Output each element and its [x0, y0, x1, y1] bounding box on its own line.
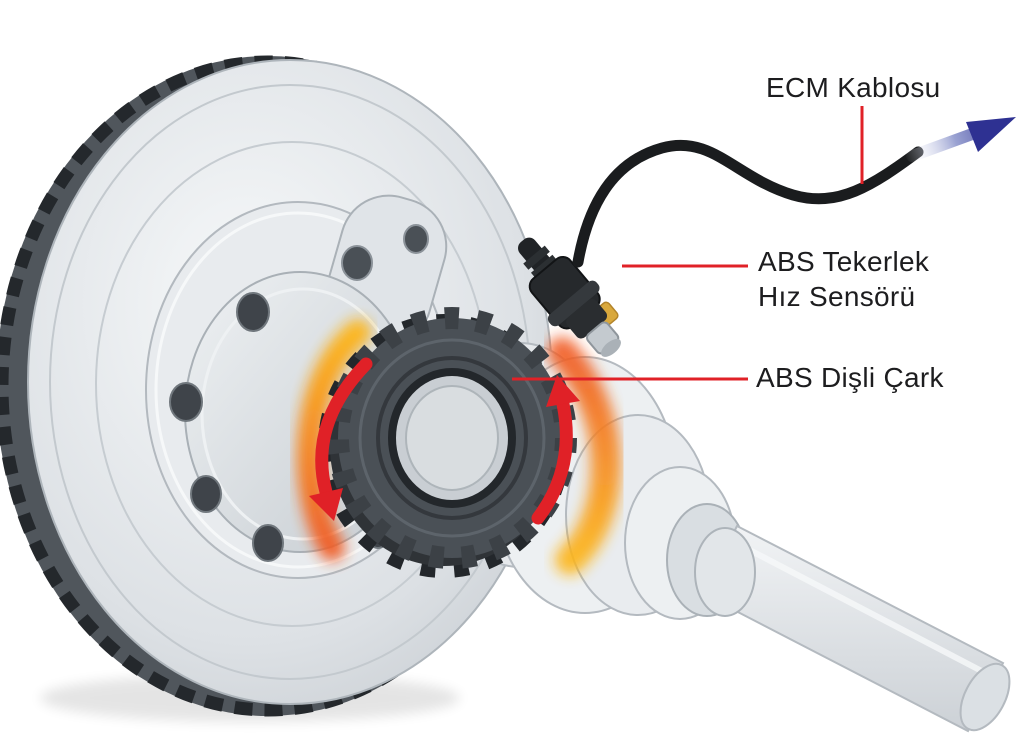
glow-right: [547, 337, 621, 575]
callout-lines: [512, 106, 864, 381]
label-ecm-cable-text: ECM Kablosu: [766, 72, 941, 103]
label-tone-ring: ABS Dişli Çark: [756, 360, 944, 395]
abs-tone-ring: [318, 307, 577, 578]
sensor-cable: [572, 139, 924, 268]
abs-speed-sensor: [518, 237, 621, 357]
glow-left: [296, 319, 371, 561]
rotation-arrow-right-icon: [531, 375, 580, 525]
label-abs-sensor: ABS Tekerlek Hız Sensörü: [758, 244, 929, 314]
ecm-arrow-icon: [906, 117, 1016, 162]
label-abs-sensor-line1: ABS Tekerlek: [758, 246, 930, 277]
rotation-glow: [296, 319, 621, 575]
label-abs-sensor-line2: Hız Sensörü: [758, 281, 916, 312]
label-tone-ring-text: ABS Dişli Çark: [756, 362, 944, 393]
label-ecm-cable: ECM Kablosu: [766, 70, 941, 105]
rotation-arrow-left-icon: [309, 357, 373, 521]
rotation-arrows: [309, 357, 580, 525]
